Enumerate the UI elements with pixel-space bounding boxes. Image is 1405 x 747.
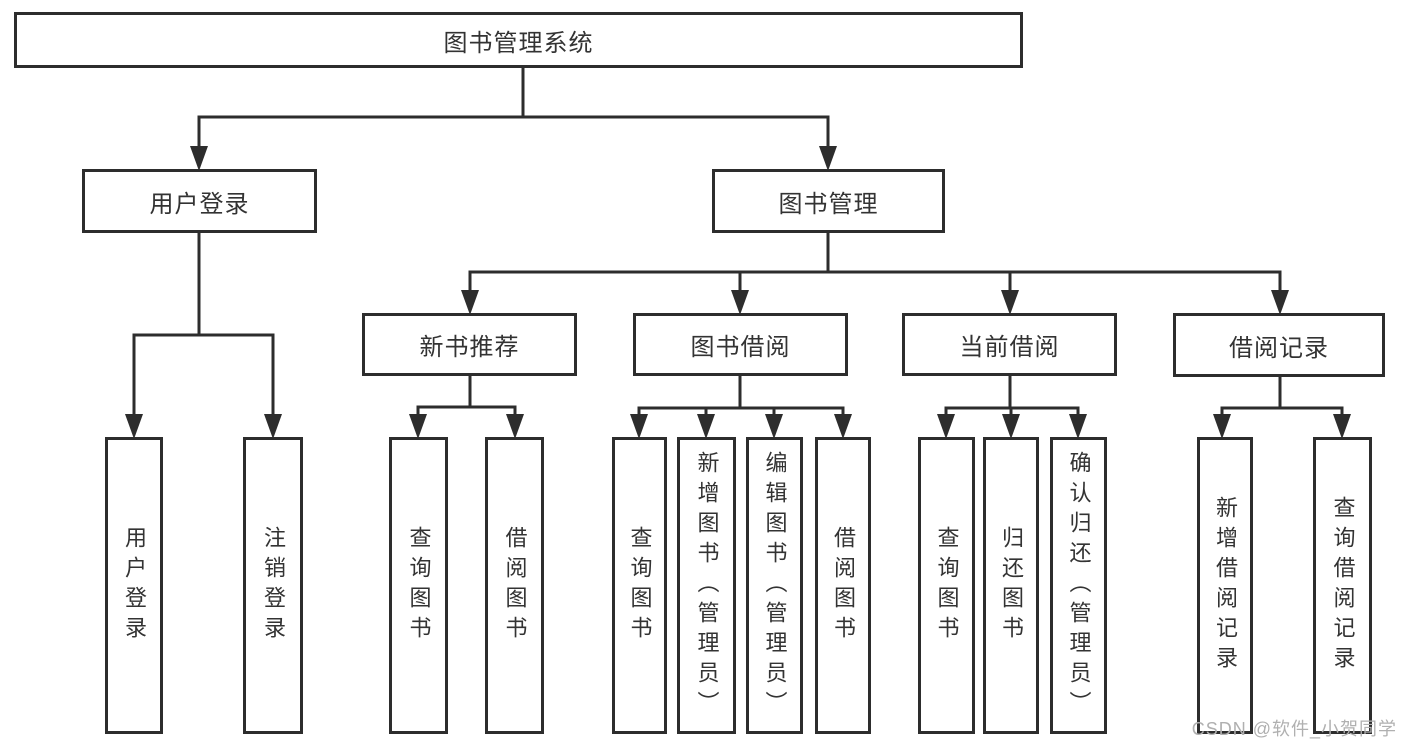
arrowhead-icon	[409, 414, 427, 439]
node-leaf-add-book: 新增图书（管理员）	[677, 437, 736, 734]
node-label-borrow-records: 借阅记录	[1229, 334, 1329, 362]
node-label-leaf-logout: 注销登录	[261, 525, 286, 646]
node-label-leaf-add-book: 新增图书（管理员）	[694, 450, 720, 721]
node-label-leaf-borrow-book-1: 借阅图书	[502, 525, 528, 646]
arrowhead-icon	[1001, 290, 1019, 315]
edge-new-book-recommend	[409, 376, 524, 439]
arrowhead-icon	[264, 414, 282, 439]
node-label-leaf-query-book-3: 查询图书	[934, 525, 960, 646]
node-leaf-query-book-1: 查询图书	[389, 437, 448, 734]
node-label-leaf-query-book-2: 查询图书	[627, 525, 653, 646]
arrowhead-icon	[1271, 290, 1289, 315]
node-current-borrow: 当前借阅	[902, 313, 1117, 376]
node-leaf-user-login: 用户登录	[105, 437, 163, 734]
node-label-new-book-recommend: 新书推荐	[419, 334, 520, 361]
arrowhead-icon	[819, 146, 837, 171]
node-leaf-borrow-book-2: 借阅图书	[815, 437, 871, 734]
arrowhead-icon	[731, 290, 749, 315]
node-leaf-query-record: 查询借阅记录	[1313, 437, 1372, 734]
node-label-book-borrow: 图书借阅	[690, 334, 791, 361]
node-leaf-edit-book: 编辑图书（管理员）	[746, 437, 803, 734]
arrowhead-icon	[461, 290, 479, 315]
arrowhead-icon	[1213, 414, 1231, 439]
arrowhead-icon	[834, 414, 852, 439]
node-leaf-query-book-3: 查询图书	[918, 437, 975, 734]
arrowhead-icon	[1069, 414, 1087, 439]
node-label-system: 图书管理系统	[443, 29, 594, 57]
node-label-leaf-add-record: 新增借阅记录	[1213, 495, 1238, 676]
arrowhead-icon	[937, 414, 955, 439]
arrowhead-icon	[1333, 414, 1351, 439]
arrowhead-icon	[697, 414, 715, 439]
edge-system	[190, 68, 837, 171]
node-leaf-query-book-2: 查询图书	[612, 437, 667, 734]
edge-current-borrow	[937, 376, 1087, 439]
node-label-leaf-query-record: 查询借阅记录	[1330, 495, 1356, 676]
node-book-mgmt: 图书管理	[712, 169, 945, 233]
arrowhead-icon	[125, 414, 143, 439]
node-leaf-confirm-return: 确认归还（管理员）	[1050, 437, 1107, 734]
node-label-leaf-return-book: 归还图书	[999, 525, 1024, 646]
node-label-leaf-edit-book: 编辑图书（管理员）	[762, 450, 788, 721]
node-new-book-recommend: 新书推荐	[362, 313, 577, 376]
node-label-book-mgmt: 图书管理	[778, 190, 879, 218]
node-borrow-records: 借阅记录	[1173, 313, 1385, 377]
arrowhead-icon	[765, 414, 783, 439]
edge-borrow-records	[1213, 377, 1351, 439]
node-label-leaf-user-login: 用户登录	[122, 525, 147, 646]
node-label-leaf-borrow-book-2: 借阅图书	[831, 525, 856, 646]
node-label-current-borrow: 当前借阅	[959, 334, 1060, 361]
node-leaf-borrow-book-1: 借阅图书	[485, 437, 544, 734]
node-label-user-login: 用户登录	[149, 190, 250, 218]
node-user-login: 用户登录	[82, 169, 317, 233]
node-label-leaf-confirm-return: 确认归还（管理员）	[1066, 450, 1092, 721]
node-leaf-return-book: 归还图书	[983, 437, 1039, 734]
node-system: 图书管理系统	[14, 12, 1023, 68]
arrowhead-icon	[630, 414, 648, 439]
node-book-borrow: 图书借阅	[633, 313, 848, 376]
node-leaf-add-record: 新增借阅记录	[1197, 437, 1253, 734]
node-leaf-logout: 注销登录	[243, 437, 303, 734]
arrowhead-icon	[1002, 414, 1020, 439]
edge-user-login	[125, 233, 282, 439]
watermark: CSDN @软件_小贺同学	[1191, 719, 1397, 739]
arrowhead-icon	[190, 146, 208, 171]
node-label-leaf-query-book-1: 查询图书	[406, 525, 432, 646]
arrowhead-icon	[506, 414, 524, 439]
edge-book-mgmt	[461, 233, 1289, 315]
edge-book-borrow	[630, 376, 852, 439]
